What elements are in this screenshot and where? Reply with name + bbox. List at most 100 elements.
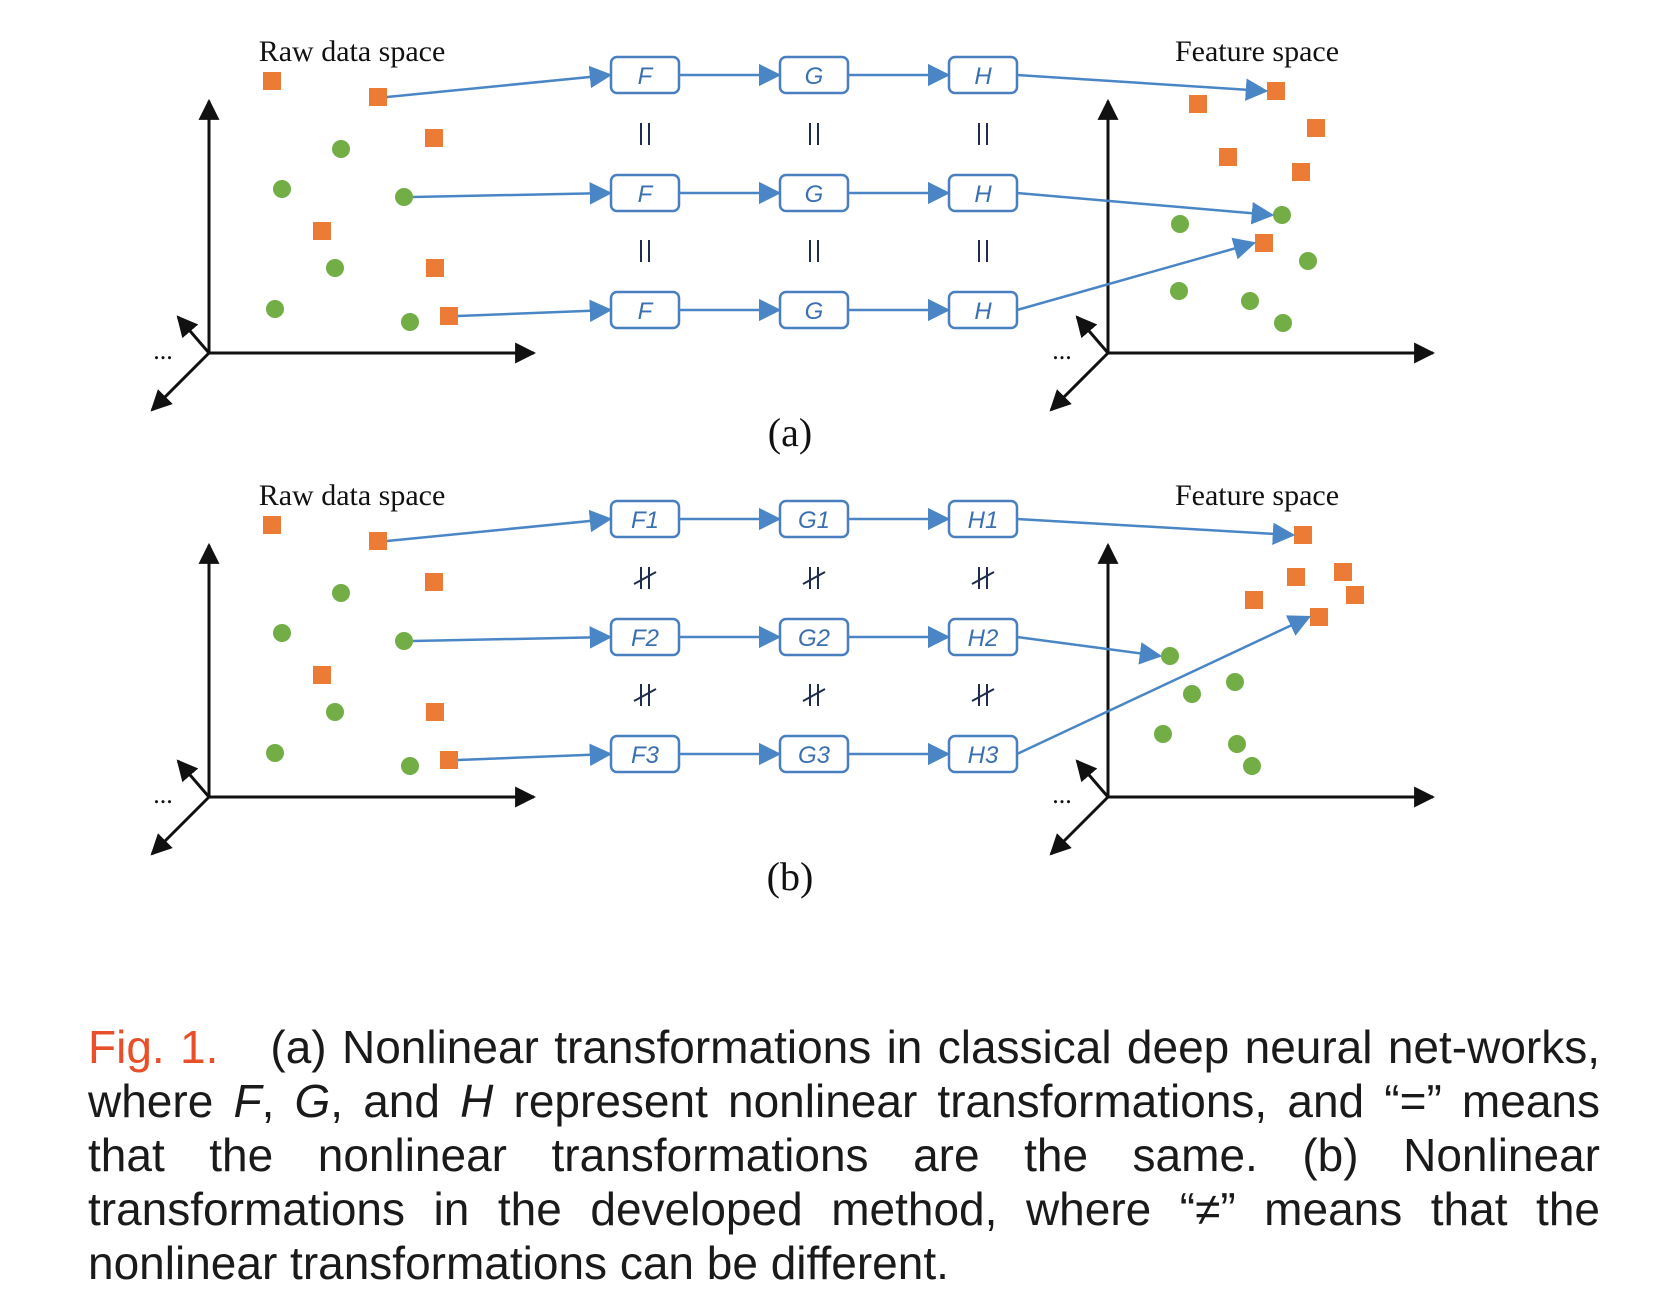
transformation-label: G2 (798, 625, 830, 652)
raw-circle-point (332, 584, 350, 602)
feature-circle-point (1226, 673, 1244, 691)
transformation-label: G (805, 181, 824, 208)
raw-circle-point (266, 300, 284, 318)
transformation-label: F (638, 63, 654, 90)
raw-axis-extra (176, 315, 211, 354)
feature-circle-point (1243, 757, 1261, 775)
output-arrow (1016, 73, 1269, 101)
raw-square-point (425, 573, 443, 591)
raw-square-point (369, 532, 387, 550)
caption-symbol-h: H (460, 1075, 494, 1127)
feature-circle-point (1299, 252, 1317, 270)
input-arrow (457, 299, 613, 323)
output-arrow (1016, 237, 1257, 312)
raw-square-point (263, 72, 281, 90)
input-arrow (386, 65, 613, 99)
raw-circle-point (326, 259, 344, 277)
raw-square-point (313, 222, 331, 240)
raw-data-space-title: Raw data space (259, 479, 446, 512)
transformation-label: F (638, 181, 654, 208)
panel-label: (a) (768, 410, 812, 455)
raw-axis-ellipsis: ... (153, 336, 173, 365)
figure-caption: Fig. 1.(a) Nonlinear transformations in … (88, 1020, 1600, 1290)
transformation-label: F1 (631, 507, 659, 534)
input-arrow (386, 509, 613, 543)
panel-b: Raw data space Feature space...... F1 G1 H1F… (150, 479, 1436, 899)
raw-circle-point (395, 188, 413, 206)
caption-symbol-g: G (294, 1075, 331, 1127)
input-arrow (412, 182, 613, 205)
feature-axis-extra (1075, 315, 1110, 354)
feature-square-point (1267, 82, 1285, 100)
transformation-label: H (974, 181, 992, 208)
feature-axis-extra (1075, 759, 1110, 798)
raw-circle-point (332, 140, 350, 158)
feature-space-title: Feature space (1175, 35, 1339, 68)
feature-axis-ellipsis: ... (1052, 780, 1072, 809)
raw-axis-ellipsis: ... (153, 780, 173, 809)
output-arrow (1016, 615, 1312, 756)
feature-circle-point (1228, 735, 1246, 753)
feature-square-point (1255, 234, 1273, 252)
raw-circle-point (401, 757, 419, 775)
feature-square-point (1287, 568, 1305, 586)
caption-text-1: (a) Nonlinear transformations in classic… (88, 1021, 1600, 1127)
transformation-label: H2 (968, 625, 999, 652)
caption-text-2: represent nonlinear transformations, and… (88, 1075, 1600, 1289)
feature-circle-point (1183, 685, 1201, 703)
transformation-label: G (805, 298, 824, 325)
raw-square-point (440, 307, 458, 325)
feature-square-point (1219, 148, 1237, 166)
not-equal-sign-slash (633, 571, 657, 585)
feature-square-point (1310, 608, 1328, 626)
raw-circle-point (266, 744, 284, 762)
feature-square-point (1307, 119, 1325, 137)
raw-circle-point (401, 313, 419, 331)
feature-square-point (1245, 591, 1263, 609)
raw-axis-extra (176, 759, 211, 798)
transformation-label: H (974, 298, 992, 325)
feature-circle-point (1241, 292, 1259, 310)
transformation-label: H1 (968, 507, 999, 534)
transformation-label: F2 (631, 625, 659, 652)
not-equal-sign-slash (802, 571, 826, 585)
caption-symbol-f: F (233, 1075, 262, 1127)
output-arrow (1016, 517, 1296, 546)
feature-axis-z (1049, 351, 1110, 412)
raw-square-point (313, 666, 331, 684)
feature-circle-point (1274, 314, 1292, 332)
panel-a: Raw data space Feature space...... F G H F G H F… (150, 35, 1436, 455)
transformation-label: G3 (798, 742, 831, 769)
raw-data-space-title: Raw data space (259, 35, 446, 68)
feature-circle-point (1170, 282, 1188, 300)
output-arrow (1016, 635, 1163, 665)
raw-square-point (440, 751, 458, 769)
feature-circle-point (1154, 725, 1172, 743)
feature-square-point (1292, 163, 1310, 181)
transformation-label: H (974, 63, 992, 90)
raw-circle-point (273, 624, 291, 642)
transformation-label: H3 (968, 742, 999, 769)
panel-label: (b) (767, 854, 814, 899)
output-arrow (1016, 191, 1275, 225)
feature-square-point (1294, 526, 1312, 544)
not-equal-sign-slash (633, 688, 657, 702)
feature-circle-point (1171, 215, 1189, 233)
transformation-label: G1 (798, 507, 830, 534)
input-arrow (412, 626, 613, 649)
caption-label: Fig. 1. (88, 1021, 219, 1073)
caption-comma-2: , and (330, 1075, 461, 1127)
transformation-label: F (638, 298, 654, 325)
raw-square-point (369, 88, 387, 106)
raw-circle-point (326, 703, 344, 721)
raw-axis-z (150, 795, 211, 856)
not-equal-sign-slash (802, 688, 826, 702)
not-equal-sign-slash (971, 571, 995, 585)
feature-axis-ellipsis: ... (1052, 336, 1072, 365)
raw-axis-z (150, 351, 211, 412)
feature-circle-point (1273, 206, 1291, 224)
feature-circle-point (1161, 647, 1179, 665)
feature-space-title: Feature space (1175, 479, 1339, 512)
